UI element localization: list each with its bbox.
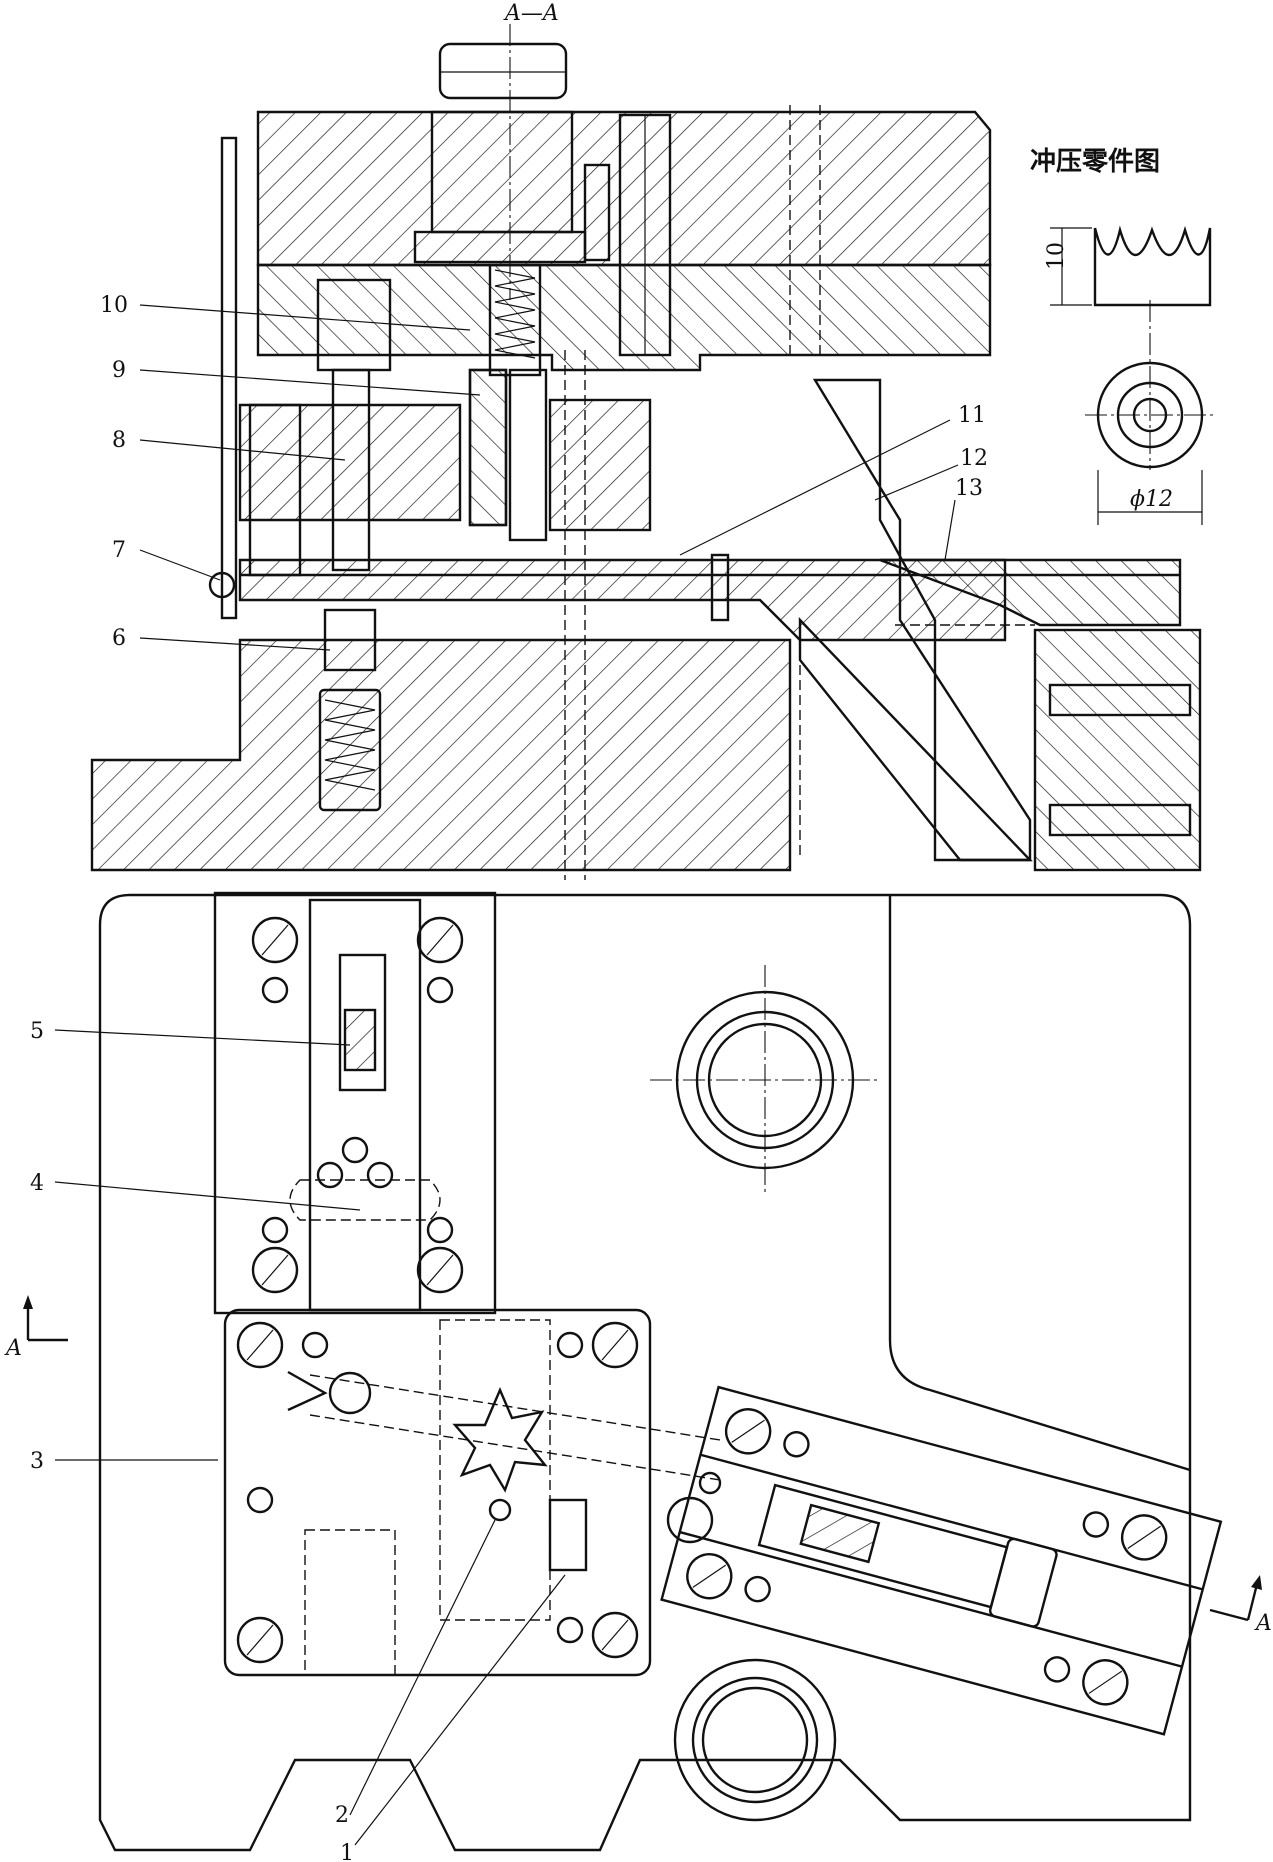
stripper-plate (238, 403, 462, 522)
section-label: A—A (503, 1, 559, 26)
bolt-icon (666, 1496, 714, 1544)
slot-outline (888, 895, 1191, 1472)
dowel-pin (583, 163, 611, 262)
ejector-insert (799, 1503, 881, 1564)
callout-3: 3 (30, 1449, 44, 1474)
callout-7: 7 (112, 538, 126, 563)
pin-icon (744, 1575, 771, 1603)
section-marker-right: A (1209, 1575, 1272, 1636)
right-support-block (1033, 628, 1202, 872)
bolt-icon (236, 1616, 284, 1664)
punch-holder-plate (256, 263, 992, 372)
callout-9: 9 (112, 358, 126, 383)
pin-icon (1082, 1511, 1110, 1538)
pin-icon (488, 1498, 512, 1522)
angled-ejector (660, 1385, 1223, 1736)
diameter-dimension: ϕ12 (1130, 487, 1173, 512)
upper-spring (494, 269, 536, 359)
pin-icon (261, 976, 289, 1004)
height-dimension: 10 (1044, 242, 1069, 270)
pawl (287, 1370, 328, 1412)
pin-icon (426, 976, 454, 1004)
callouts-left-section: 10 9 8 7 6 (100, 293, 481, 651)
callout-6: 6 (112, 626, 126, 651)
callout-11: 11 (958, 403, 986, 428)
die-plate-plan (223, 1308, 652, 1677)
part-drawing: 冲压零件图 10 ϕ12 (1030, 147, 1215, 525)
pin-icon (556, 1331, 584, 1359)
bolt-icon (1082, 1659, 1129, 1706)
bolt-icon (416, 916, 464, 964)
pin-icon (301, 1331, 329, 1359)
bolt-icon (251, 916, 299, 964)
star-die-cavity (452, 1386, 548, 1493)
callouts-right-section: 11 12 13 (679, 403, 988, 561)
bolt-icon (591, 1611, 639, 1659)
bolt-icon (236, 1321, 284, 1369)
pin-icon (698, 1471, 722, 1495)
callout-2: 2 (335, 1803, 349, 1828)
part-drawing-title: 冲压零件图 (1030, 147, 1160, 177)
pin-icon (316, 1161, 344, 1189)
center-punch (508, 368, 548, 542)
frame-bolts (251, 916, 464, 1294)
bolt-icon (724, 1408, 772, 1455)
callout-1: 1 (340, 1841, 354, 1862)
bolt-icon (251, 1246, 299, 1294)
ejector-pin-6 (323, 608, 377, 672)
bolt-icon (591, 1321, 639, 1369)
left-guide-rail (220, 136, 238, 620)
part-5-insert (343, 1008, 377, 1072)
pin-icon (366, 1161, 394, 1189)
section-marker-right-label: A (1254, 1611, 1272, 1636)
locating-pin (710, 553, 730, 622)
pin-icon (1043, 1656, 1071, 1683)
feeder-frame (213, 891, 497, 1315)
guide-bushing-lower (673, 1658, 837, 1822)
lower-die-base (90, 638, 792, 872)
die-shank-top (438, 42, 568, 100)
section-marker-left-label: A (4, 1336, 22, 1361)
ejector-housing (660, 1385, 1223, 1736)
punch-retainer (548, 398, 652, 532)
plate-bolts (236, 1321, 639, 1664)
die-plate (238, 558, 1007, 642)
pin-icon (556, 1616, 584, 1644)
callout-12: 12 (960, 446, 988, 471)
callout-4: 4 (30, 1171, 44, 1196)
feeder-slot (338, 953, 387, 1092)
pin-icon (426, 1216, 454, 1244)
pin-icon (783, 1431, 810, 1458)
part-13-block (879, 558, 1182, 627)
callout-8: 8 (112, 428, 126, 453)
bolt-icon (686, 1552, 733, 1600)
pin-icon (341, 1136, 369, 1164)
part-4-outline (289, 1179, 441, 1221)
upper-die-seat (256, 110, 992, 267)
ejector-head (988, 1537, 1058, 1628)
die-base-outline (98, 893, 1192, 1852)
callout-13: 13 (955, 476, 983, 501)
section-view: A—A (90, 1, 1202, 880)
callout-5: 5 (30, 1019, 44, 1044)
bolt-icon (416, 1246, 464, 1294)
guide-knob (208, 571, 236, 599)
section-marker-left: A (4, 1295, 68, 1361)
callout-10: 10 (100, 293, 128, 318)
feed-ball (328, 1371, 372, 1415)
part-side-view (1093, 225, 1212, 307)
spring-pocket (488, 263, 542, 377)
pin-icon (261, 1216, 289, 1244)
pin-icon (246, 1486, 274, 1514)
plan-view: A A 5 4 3 2 1 (4, 891, 1272, 1862)
part-1-stop (548, 1498, 588, 1572)
ejector-spring-pocket (318, 688, 382, 812)
bolt-icon (1120, 1514, 1168, 1561)
ejector-spring-6 (324, 699, 376, 791)
guide-bushing-upper (650, 965, 880, 1195)
callouts-plan: 5 4 3 2 1 (30, 1019, 566, 1862)
